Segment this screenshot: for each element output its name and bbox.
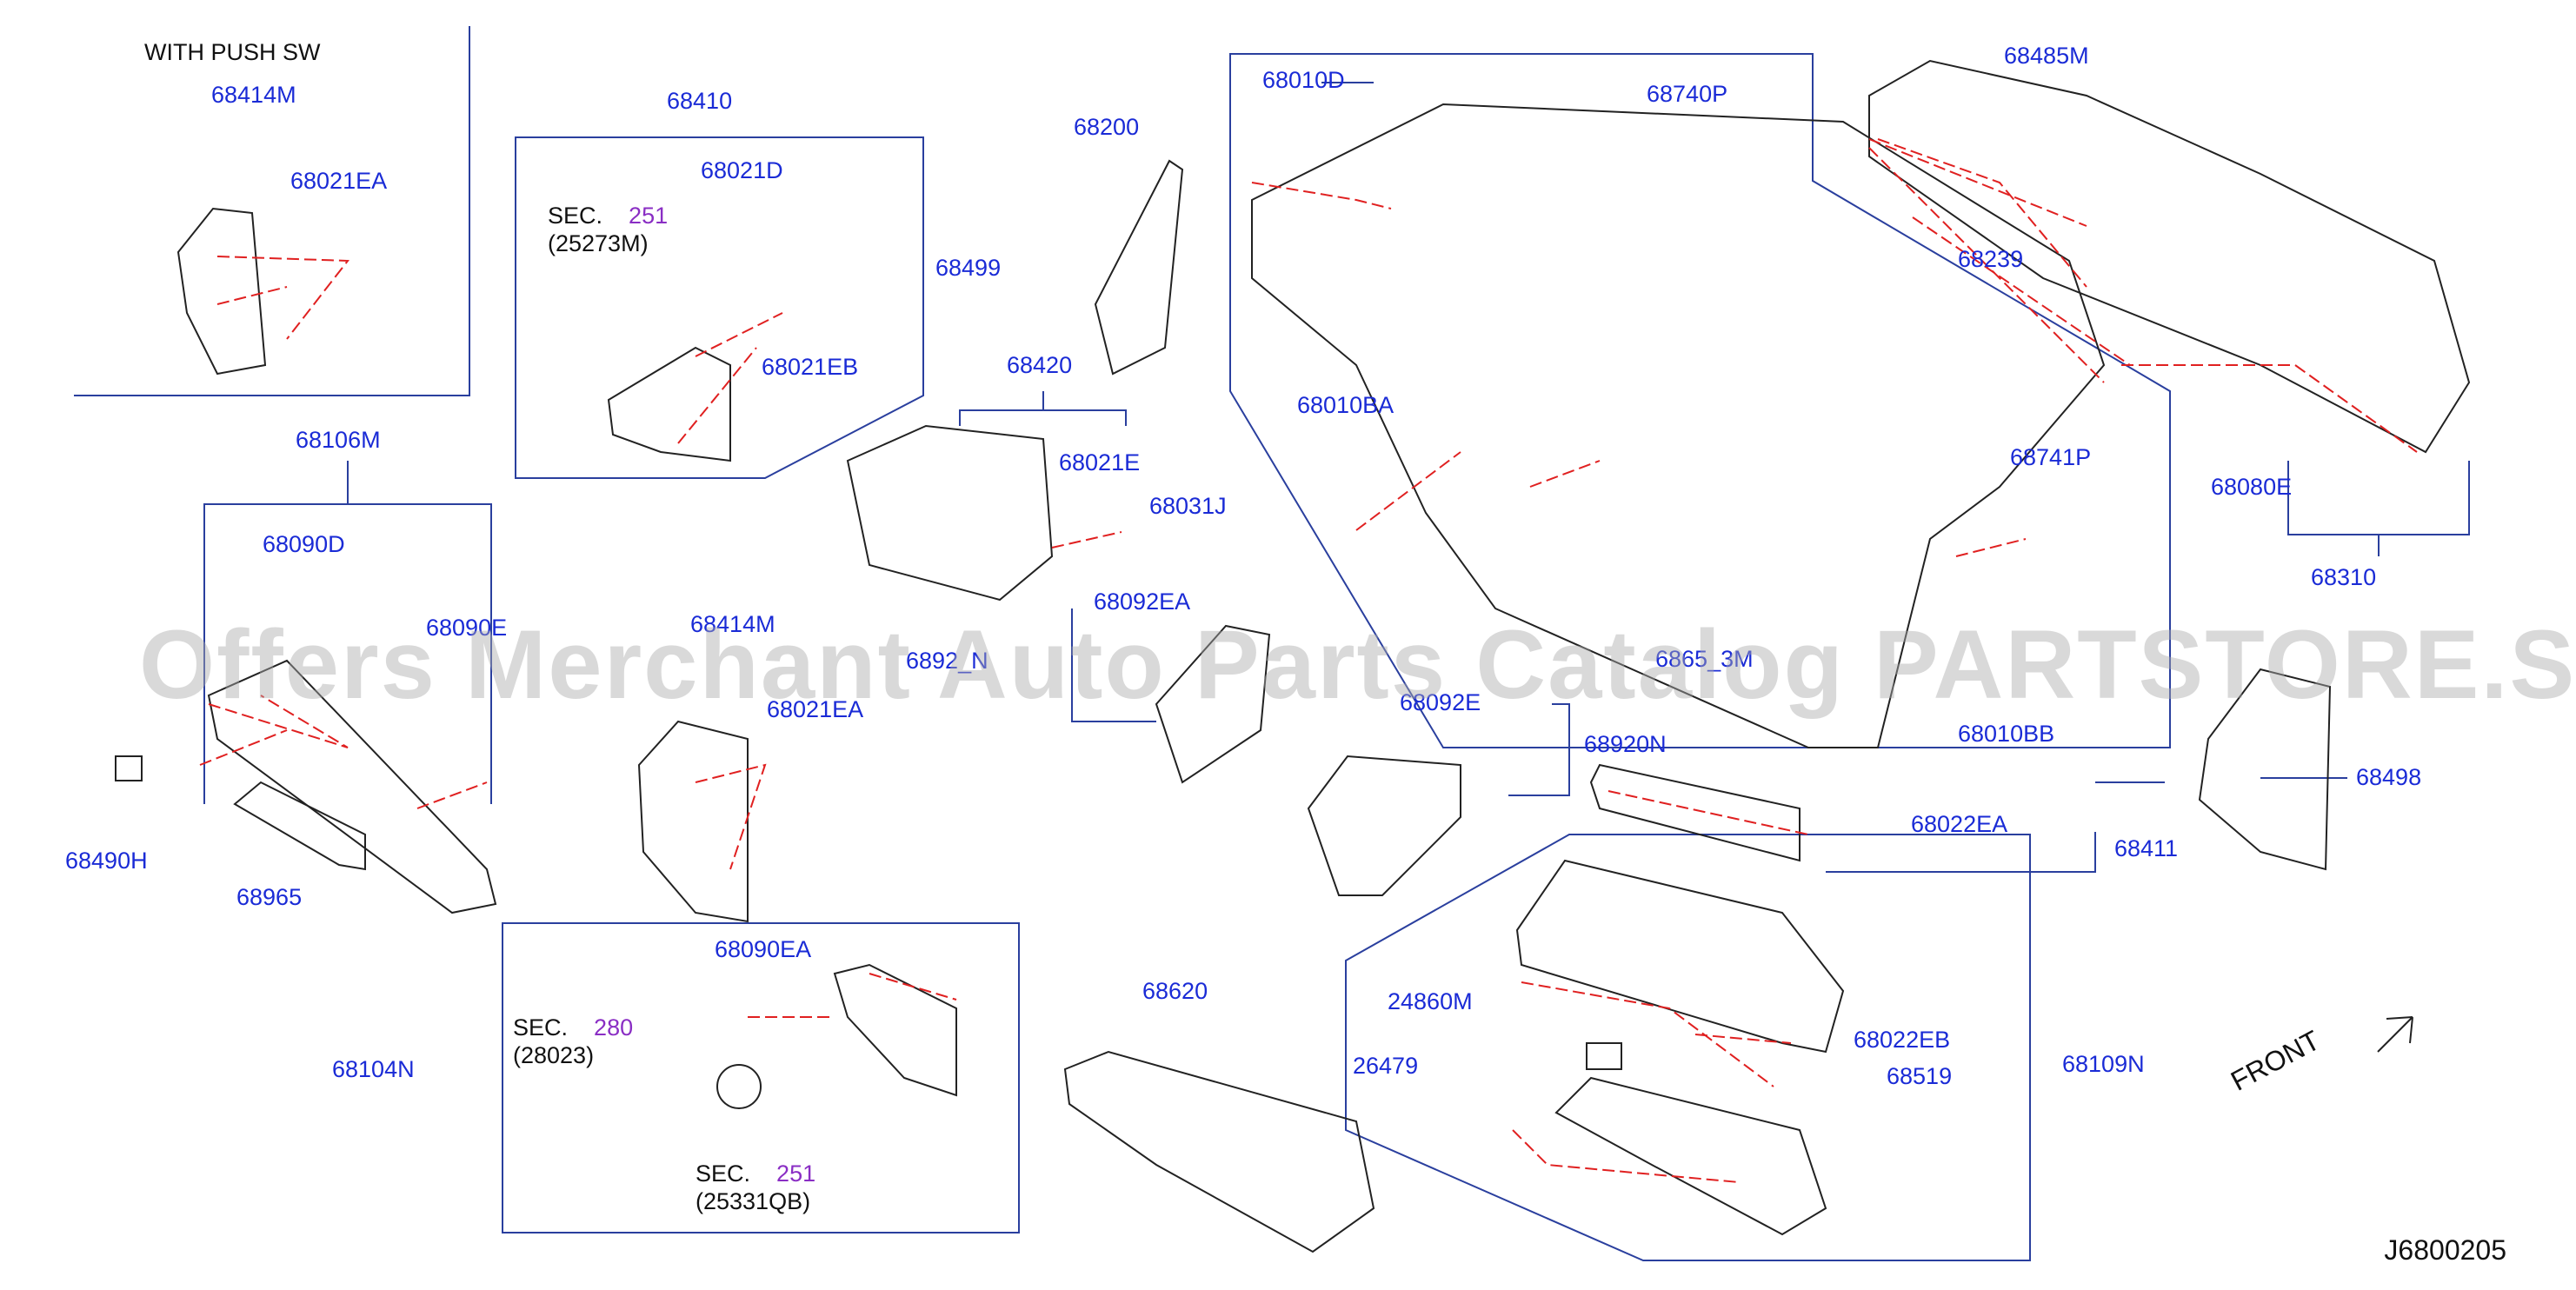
sec-number: 251 bbox=[776, 1160, 816, 1187]
diagram-code: J6800205 bbox=[2384, 1234, 2506, 1266]
bracket-68420 bbox=[959, 409, 1127, 426]
part-label[interactable]: 68092EA bbox=[1094, 588, 1191, 615]
part-label[interactable]: 68090EA bbox=[715, 936, 812, 962]
bracket-68092EA bbox=[1155, 624, 1271, 784]
part-label[interactable]: 68106M bbox=[296, 427, 381, 453]
part-label[interactable]: 68109N bbox=[2062, 1051, 2145, 1077]
part-label[interactable]: 68519 bbox=[1887, 1063, 1953, 1089]
part-label[interactable]: 24860M bbox=[1388, 988, 1473, 1014]
part-label[interactable]: 68090E bbox=[426, 615, 508, 641]
note-with-push-sw: WITH PUSH SW bbox=[144, 39, 321, 65]
part-label[interactable]: 68490H bbox=[65, 848, 148, 874]
part-label[interactable]: 26479 bbox=[1353, 1053, 1419, 1079]
sec-ref-251-a: SEC. 251 (25273M) bbox=[548, 202, 668, 257]
part-label[interactable]: 68741P bbox=[2010, 444, 2092, 470]
part-label[interactable]: 68499 bbox=[935, 255, 1002, 281]
part-label[interactable]: 68010BA bbox=[1297, 392, 1395, 418]
part-label[interactable]: 68485M bbox=[2004, 43, 2089, 69]
part-label[interactable]: 68920N bbox=[1584, 731, 1667, 757]
box-68104N bbox=[502, 922, 1020, 1233]
part-label[interactable]: 68010D bbox=[1262, 67, 1345, 93]
glove-box-inner bbox=[1554, 1076, 1827, 1236]
part-label[interactable]: 68021D bbox=[701, 157, 783, 183]
part-label[interactable]: 68239 bbox=[1958, 246, 2024, 272]
lower-panel-68106M bbox=[207, 659, 497, 914]
part-label[interactable]: 68410 bbox=[667, 88, 733, 114]
part-label[interactable]: 68021EB bbox=[762, 354, 859, 380]
upper-cover-outline bbox=[1868, 59, 2471, 454]
instrument-panel-outline bbox=[1251, 103, 2106, 748]
part-label[interactable]: 6865_3M bbox=[1655, 646, 1754, 672]
part-label[interactable]: 68021EA bbox=[767, 696, 864, 722]
sec-label: SEC. bbox=[696, 1160, 751, 1187]
part-label[interactable]: 68620 bbox=[1142, 978, 1208, 1004]
part-label[interactable]: 68092E bbox=[1400, 689, 1481, 715]
front-arrow bbox=[2377, 1016, 2413, 1053]
clip-26479 bbox=[716, 1064, 762, 1109]
part-label[interactable]: 68021E bbox=[1059, 449, 1141, 475]
part-label[interactable]: 68420 bbox=[1007, 352, 1073, 378]
cover-68104N bbox=[833, 963, 957, 1097]
cover-68414M-inset bbox=[176, 207, 267, 376]
side-cover-68498 bbox=[2198, 668, 2332, 871]
part-label[interactable]: 68010BB bbox=[1958, 721, 2055, 747]
sec-part: (28023) bbox=[513, 1042, 595, 1068]
bracket-68106M bbox=[203, 503, 492, 804]
watermark: Offers Merchant Auto Parts Catalog PARTS… bbox=[139, 610, 2576, 719]
part-label[interactable]: 68965 bbox=[236, 884, 303, 910]
box-68410 bbox=[515, 136, 924, 479]
part-label[interactable]: 68022EB bbox=[1854, 1027, 1951, 1053]
part-label[interactable]: 68031J bbox=[1149, 493, 1227, 519]
part-label[interactable]: 68498 bbox=[2356, 764, 2422, 790]
side-panel-68499 bbox=[1094, 159, 1184, 376]
cluster-lid-68420 bbox=[846, 424, 1054, 602]
part-label[interactable]: 68104N bbox=[332, 1056, 415, 1082]
sensor-24860M bbox=[1586, 1042, 1622, 1070]
box-68109N bbox=[1345, 834, 2031, 1261]
sec-part: (25273M) bbox=[548, 230, 649, 256]
part-label[interactable]: 68022EA bbox=[1911, 811, 2008, 837]
sec-ref-251-b: SEC. 251 (25331QB) bbox=[696, 1160, 815, 1215]
knee-bolster-68965 bbox=[233, 781, 366, 871]
part-label[interactable]: 68200 bbox=[1074, 114, 1140, 140]
switch-68490H bbox=[115, 755, 143, 781]
part-label[interactable]: 68090D bbox=[263, 531, 345, 557]
part-label[interactable]: 68310 bbox=[2311, 564, 2377, 590]
part-label[interactable]: 6892_N bbox=[906, 648, 988, 674]
bracket-68310 bbox=[2287, 461, 2470, 535]
part-label[interactable]: 68414M bbox=[690, 611, 775, 637]
garnish-68411 bbox=[1589, 763, 1801, 862]
part-label[interactable]: 68414M bbox=[211, 82, 296, 108]
glove-box-68620 bbox=[1063, 1050, 1375, 1253]
sec-label: SEC. bbox=[513, 1014, 569, 1041]
cover-68920N bbox=[1307, 755, 1461, 896]
box-68200 bbox=[1229, 53, 2171, 748]
part-label[interactable]: 68021EA bbox=[290, 168, 388, 194]
part-label[interactable]: 68740P bbox=[1647, 81, 1728, 107]
part-label[interactable]: 68411 bbox=[2114, 835, 2179, 861]
glove-box-lid-68109N bbox=[1515, 859, 1845, 1054]
sec-ref-280: SEC. 280 (28023) bbox=[513, 1014, 633, 1069]
sec-number: 280 bbox=[594, 1014, 634, 1041]
cover-68414M bbox=[637, 720, 749, 923]
sec-number: 251 bbox=[629, 203, 669, 229]
inset-frame bbox=[74, 26, 470, 396]
sec-label: SEC. bbox=[548, 203, 603, 229]
sec-part: (25331QB) bbox=[696, 1188, 811, 1214]
finisher-68410 bbox=[607, 346, 731, 462]
part-label[interactable]: 68080E bbox=[2211, 474, 2293, 500]
